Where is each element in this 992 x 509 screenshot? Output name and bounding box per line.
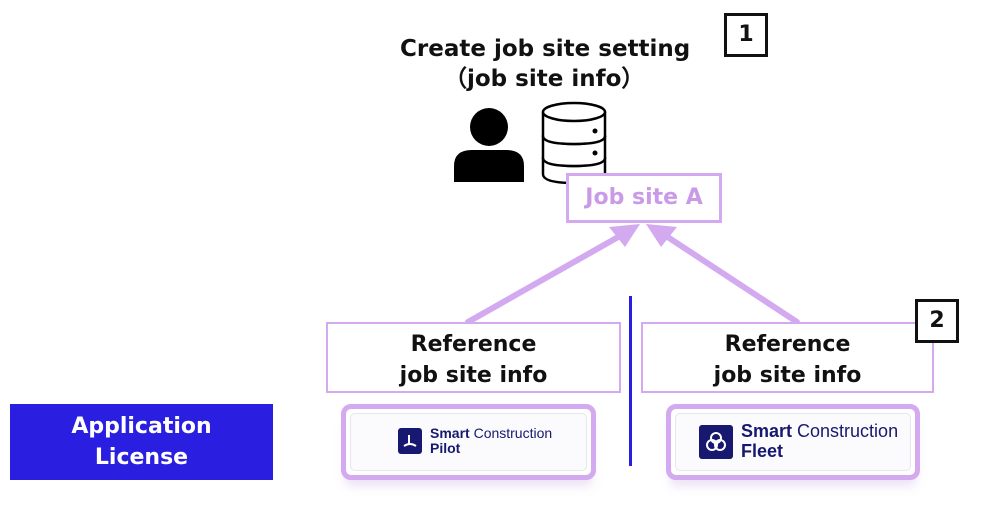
divider-line: [629, 296, 632, 466]
license-line1: Application: [71, 414, 212, 439]
arrowhead-right: [646, 224, 677, 247]
job-site-a-box: Job site A: [566, 173, 722, 223]
pilot-logo-icon: [398, 428, 422, 455]
step-1-badge: 1: [724, 13, 768, 57]
fleet-brand: Smart: [741, 421, 793, 441]
reference-line1: Reference: [410, 332, 537, 357]
setting-title: Create job site setting （job site info）: [400, 34, 750, 94]
reference-line2: job site info: [399, 363, 548, 388]
setting-title-line1: Create job site setting: [400, 36, 691, 62]
reference-box-pilot: Reference job site info: [326, 322, 621, 393]
license-line2: License: [94, 445, 189, 470]
app-card-pilot[interactable]: Smart Construction Pilot: [341, 404, 596, 480]
reference-line1: Reference: [724, 332, 851, 357]
reference-line2: job site info: [713, 363, 862, 388]
person-icon: [454, 108, 524, 182]
pilot-sub: Pilot: [430, 440, 461, 457]
fleet-logo-icon: [699, 424, 733, 459]
reference-box-fleet: Reference job site info: [641, 322, 934, 393]
arrowhead-left: [609, 224, 640, 247]
pilot-brand: Smart: [430, 425, 470, 441]
fleet-product: Construction: [792, 421, 899, 441]
pilot-product: Construction: [469, 425, 553, 441]
fleet-sub: Fleet: [741, 440, 784, 461]
fleet-logo: Smart Construction Fleet: [699, 421, 899, 462]
setting-title-line2: （job site info）: [444, 66, 645, 92]
step-2-badge: 2: [915, 299, 959, 343]
application-license-label: Application License: [10, 404, 273, 480]
app-card-fleet[interactable]: Smart Construction Fleet: [666, 404, 920, 480]
pilot-logo: Smart Construction Pilot: [398, 425, 553, 457]
